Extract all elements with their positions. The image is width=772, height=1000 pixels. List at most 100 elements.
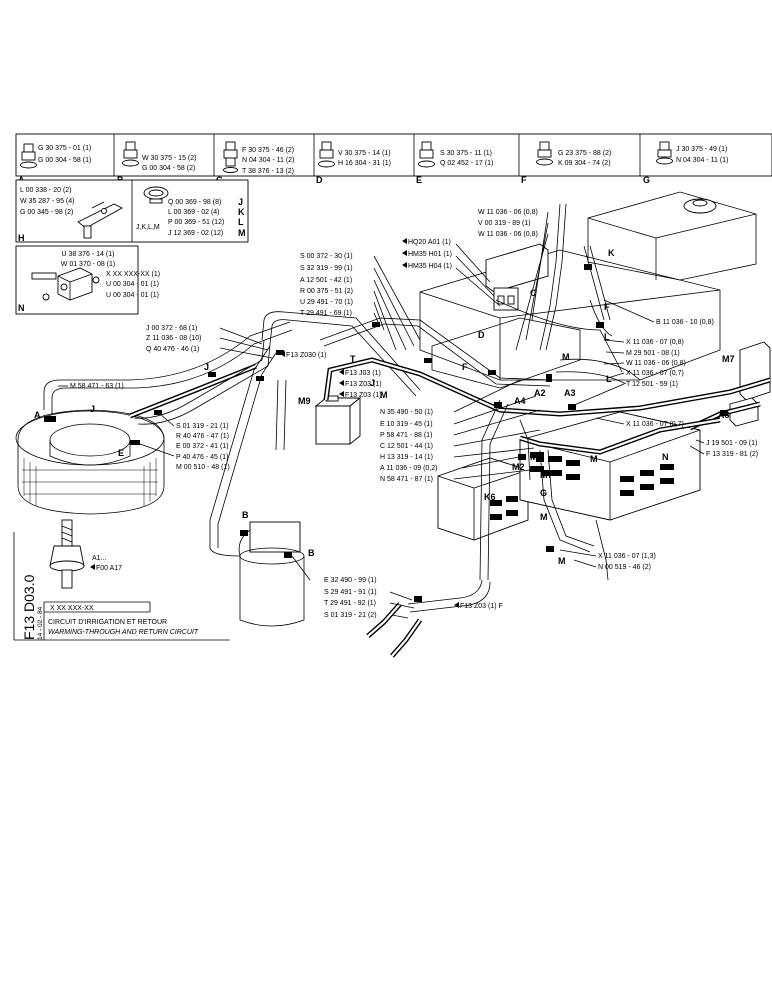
svg-text:A: A xyxy=(34,410,41,420)
left-label-3: Q 40 476 - 46 (1) xyxy=(146,346,199,353)
svg-text:M 29 501 - 08 (1): M 29 501 - 08 (1) xyxy=(626,350,680,357)
svg-text:F13 Z030 (1): F13 Z030 (1) xyxy=(286,352,326,359)
svg-text:14 - 02 - 84: 14 - 02 - 84 xyxy=(37,606,44,640)
inset-f00-label: F00 A17 xyxy=(96,565,122,572)
box-e-line-2: Q 02 452 - 17 (1) xyxy=(440,160,493,167)
svg-text:M 58 471 - 63 (1): M 58 471 - 63 (1) xyxy=(70,383,124,390)
box-n: U 38 376 - 14 (1) W 01 370 - 08 (1) X XX… xyxy=(15,245,160,315)
callout-d: D xyxy=(478,330,485,340)
box-c-line-1: F 30 375 - 46 (2) xyxy=(242,147,294,154)
right-label-10: X 11 036 - 07 (1,3) xyxy=(598,553,656,560)
fitting-b-icon xyxy=(122,141,139,167)
box-m-letter: M xyxy=(238,228,246,238)
svg-text:Q 00 369 - 98 (8): Q 00 369 - 98 (8) xyxy=(168,199,221,206)
right-label-2: X 11 036 - 07 (0,8) xyxy=(626,339,684,346)
box-k-letter: K xyxy=(238,207,245,217)
svg-text:W 01 370 - 08 (1): W 01 370 - 08 (1) xyxy=(61,261,115,268)
svg-text:Q 40 476 - 46 (1): Q 40 476 - 46 (1) xyxy=(146,346,199,353)
svg-text:C 12 501 - 44 (1): C 12 501 - 44 (1) xyxy=(380,443,433,450)
box-f-line-1: G 23 375 - 88 (2) xyxy=(558,150,611,157)
svg-text:M7: M7 xyxy=(722,354,735,364)
svg-text:F 30 375 - 46 (2): F 30 375 - 46 (2) xyxy=(242,147,294,154)
right-labels: B 11 036 - 10 (0,8) X 11 036 - 07 (0,8) … xyxy=(559,299,758,571)
callout-letters: A B B C D E F F G J J K L L M M M M N A2… xyxy=(34,248,735,566)
box-n-line-3: X XX XXX-XX (1) xyxy=(106,271,160,278)
svg-text:M6: M6 xyxy=(530,452,543,462)
callout-m2: M2 xyxy=(512,462,525,472)
mid-label-4: C 12 501 - 44 (1) xyxy=(380,443,433,450)
mid-label-2: E 10 319 - 45 (1) xyxy=(380,421,433,428)
svg-text:L 00 338 - 20 (2): L 00 338 - 20 (2) xyxy=(20,187,72,194)
left-label-2: Z 11 036 - 08 (10) xyxy=(146,335,202,342)
svg-text:E: E xyxy=(416,175,422,185)
center-label-3: A 12 501 - 42 (1) xyxy=(300,277,352,284)
svg-text:P 58 471 - 88 (1): P 58 471 - 88 (1) xyxy=(380,432,432,439)
svg-text:T 12 501 - 59 (1): T 12 501 - 59 (1) xyxy=(626,381,678,388)
box-a-line-1: G 30 375 - 01 (1) xyxy=(38,145,91,152)
svg-text:L 00 369 - 02 (4): L 00 369 - 02 (4) xyxy=(168,209,220,216)
svg-text:X XX XXX-XX (1): X XX XXX-XX (1) xyxy=(106,271,160,278)
left-label-6: R 40 476 - 47 (1) xyxy=(176,433,229,440)
svg-text:W 11 036 - 06 (0,8): W 11 036 - 06 (0,8) xyxy=(478,209,538,216)
flag-ref-3: F13 Z03 (1) xyxy=(345,381,382,388)
svg-text:C: C xyxy=(530,288,537,298)
svg-text:W 30 375 - 15 (2): W 30 375 - 15 (2) xyxy=(142,155,196,162)
svg-text:S 01 319 - 21 (2): S 01 319 - 21 (2) xyxy=(324,612,377,619)
svg-text:X XX XXX-XX: X XX XXX-XX xyxy=(50,605,94,612)
bottom-label-2: S 29 491 - 91 (1) xyxy=(324,589,377,596)
top-right-label-3: W 11 036 - 06 (0,8) xyxy=(478,231,538,238)
callout-c-1: C xyxy=(530,288,537,298)
fuel-can xyxy=(238,521,305,627)
svg-text:N 00 519 - 46 (2): N 00 519 - 46 (2) xyxy=(598,564,651,571)
box-a-line-2: G 00 304 - 58 (1) xyxy=(38,157,91,164)
box-e-line-1: S 30 375 - 11 (1) xyxy=(440,150,492,157)
svg-text:X 11 036 - 07 (0,8): X 11 036 - 07 (0,8) xyxy=(626,339,684,346)
box-l-letter: L xyxy=(238,217,244,227)
svg-text:F13 Z03 (1) F: F13 Z03 (1) F xyxy=(460,603,503,610)
mid-labels: N 35 490 - 50 (1) E 10 319 - 45 (1) P 58… xyxy=(380,379,541,483)
title-english: WARMING-THROUGH AND RETURN CIRCUIT xyxy=(48,629,199,636)
inset-a1-label: A1... xyxy=(92,555,106,562)
box-f-letter: F xyxy=(521,175,527,185)
box-n-letter: N xyxy=(18,303,25,313)
svg-text:H 13 319 - 14 (1): H 13 319 - 14 (1) xyxy=(380,454,433,461)
svg-text:K 09 304 - 74 (2): K 09 304 - 74 (2) xyxy=(558,160,611,167)
svg-text:S 32 319 - 99 (1): S 32 319 - 99 (1) xyxy=(300,265,353,272)
svg-text:J 19 501 - 09 (1): J 19 501 - 09 (1) xyxy=(706,440,757,447)
svg-text:HM35 H04 (1): HM35 H04 (1) xyxy=(408,263,452,270)
svg-text:M7: M7 xyxy=(540,470,553,480)
svg-text:N: N xyxy=(18,303,25,313)
box-h-line-2: W 35 287 - 95 (4) xyxy=(20,198,74,205)
svg-text:N 58 471 - 87 (1): N 58 471 - 87 (1) xyxy=(380,476,433,483)
center-labels: S 00 372 - 30 (1) S 32 319 - 99 (1) A 12… xyxy=(280,238,501,399)
svg-text:WARMING-THROUGH AND RETURN CIR: WARMING-THROUGH AND RETURN CIRCUIT xyxy=(48,629,199,636)
svg-text:F: F xyxy=(521,175,527,185)
svg-text:T 38 376 - 13 (2): T 38 376 - 13 (2) xyxy=(242,168,294,175)
svg-text:F00 A17: F00 A17 xyxy=(96,565,122,572)
callout-f-2: F xyxy=(462,362,468,372)
box-n-line-4: U 00 304 - 01 (1) xyxy=(106,281,159,288)
bottom-labels: E 32 490 - 99 (1) S 29 491 - 91 (1) T 29… xyxy=(291,555,503,619)
svg-text:G: G xyxy=(540,488,547,498)
svg-text:M: M xyxy=(562,352,570,362)
svg-text:M9: M9 xyxy=(298,396,311,406)
box-jklm-line-1: Q 00 369 - 98 (8) xyxy=(168,199,221,206)
callout-m-4: M xyxy=(590,454,598,464)
svg-text:D: D xyxy=(316,175,323,185)
engine-block xyxy=(419,191,771,541)
svg-text:G 00 345 - 98 (2): G 00 345 - 98 (2) xyxy=(20,209,73,216)
svg-text:Q 02 452 - 17 (1): Q 02 452 - 17 (1) xyxy=(440,160,493,167)
box-h: L 00 338 - 20 (2) W 35 287 - 95 (4) G 00… xyxy=(15,179,249,243)
box-jklm-line-4: J 12 369 - 02 (12) xyxy=(168,230,223,237)
svg-text:A2: A2 xyxy=(534,388,546,398)
right-label-3: M 29 501 - 08 (1) xyxy=(626,350,680,357)
svg-text:S 00 372 - 30 (1): S 00 372 - 30 (1) xyxy=(300,253,353,260)
flag-ref-2: F13 J03 (1) xyxy=(345,370,381,377)
svg-text:T: T xyxy=(350,354,356,364)
svg-text:N 04 304 - 11 (1): N 04 304 - 11 (1) xyxy=(676,157,728,164)
svg-text:X 11 036 - 07 (0,7): X 11 036 - 07 (0,7) xyxy=(626,370,684,377)
svg-text:G: G xyxy=(643,175,650,185)
fitting-f-icon xyxy=(536,141,553,166)
svg-text:F13 J03 (1): F13 J03 (1) xyxy=(345,370,381,377)
